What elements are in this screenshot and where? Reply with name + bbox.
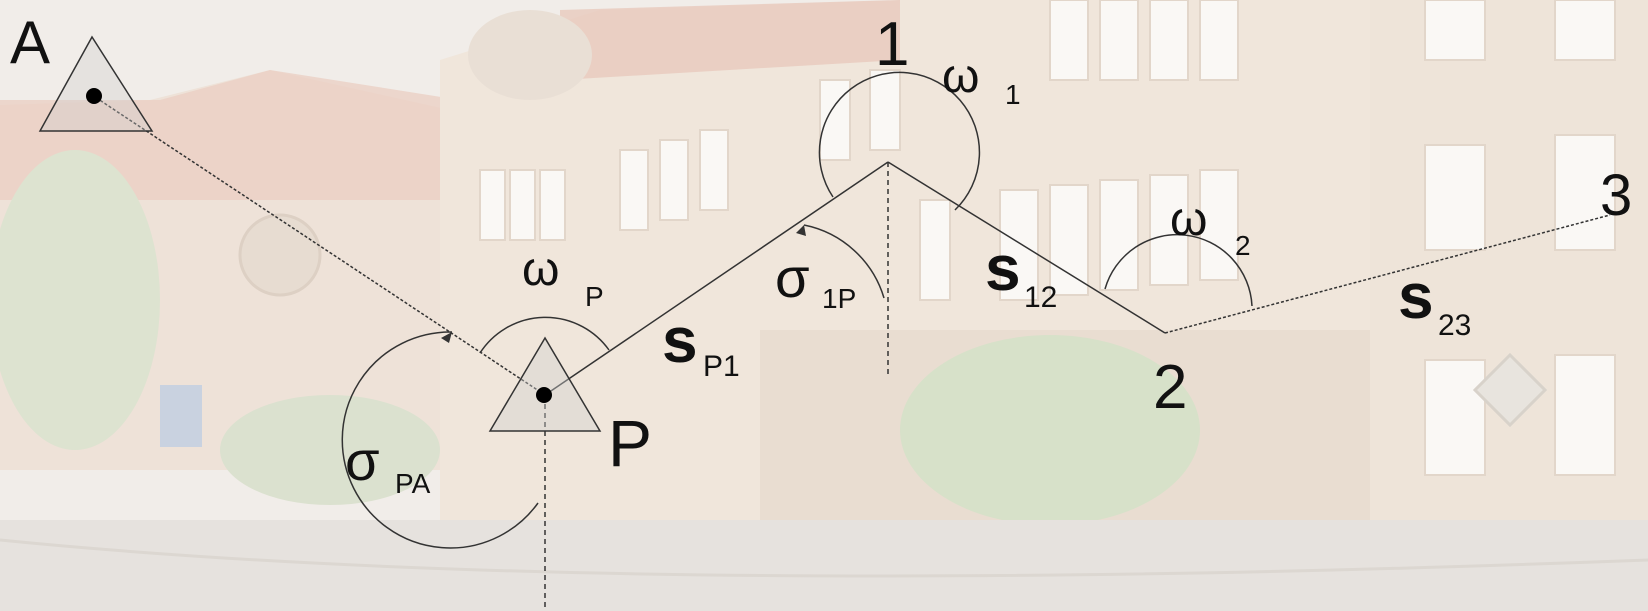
triangle-a — [38, 35, 154, 132]
point-label-1: 1 — [875, 10, 909, 79]
street-sign — [160, 385, 202, 447]
rose-window — [238, 213, 322, 297]
omega-1-symbol: ω — [942, 50, 979, 103]
s-p1-symbol: s — [662, 304, 698, 376]
omega-2-symbol: ω — [1170, 193, 1207, 246]
label-omega-2: ω 2 — [1170, 193, 1251, 261]
arrowhead-sigma-pa — [441, 332, 452, 343]
arc-sigma-1p — [803, 224, 885, 299]
sigma-pa-symbol: σ — [345, 429, 380, 492]
label-s-p1: s P1 — [662, 304, 740, 383]
label-s-23: s 23 — [1398, 260, 1471, 342]
omega-1-subscript: 1 — [1005, 79, 1021, 110]
triangle-p — [488, 336, 602, 432]
point-label-3: 3 — [1600, 163, 1632, 228]
priority-sign — [1472, 352, 1548, 428]
arrowhead-sigma-1p — [796, 225, 806, 236]
line-1-to-2 — [887, 161, 1166, 334]
tower-dome — [468, 10, 592, 100]
curb — [0, 538, 1648, 578]
church-roof — [0, 70, 460, 200]
label-omega-1: ω 1 — [942, 50, 1021, 110]
control-point-a — [38, 35, 154, 132]
point-label-2: 2 — [1153, 353, 1187, 422]
s-p1-subscript: P1 — [703, 350, 740, 383]
label-sigma-1p: σ 1P — [775, 246, 856, 314]
s-12-subscript: 12 — [1024, 281, 1057, 314]
sigma-1p-subscript: 1P — [822, 283, 856, 314]
label-s-12: s 12 — [985, 232, 1057, 314]
tree-center — [900, 335, 1200, 525]
main-roof — [560, 0, 900, 80]
label-sigma-pa: σ PA — [345, 429, 431, 499]
sigma-1p-symbol: σ — [775, 246, 810, 309]
arc-omega-1 — [818, 71, 981, 211]
sigma-pa-subscript: PA — [395, 468, 431, 499]
point-label-p: P — [608, 406, 652, 480]
line-p-to-a — [91, 94, 546, 396]
station-mark-a — [86, 88, 102, 104]
road — [0, 520, 1648, 611]
s-23-subscript: 23 — [1438, 309, 1471, 342]
s-23-symbol: s — [1398, 260, 1434, 332]
station-mark-p — [536, 387, 552, 403]
tree-left — [0, 150, 160, 450]
point-label-a: A — [10, 9, 50, 76]
windows — [479, 0, 1616, 476]
arc-sigma-pa — [341, 331, 539, 549]
arc-arrowheads — [441, 225, 806, 343]
control-point-p — [488, 336, 602, 432]
hedge — [220, 395, 440, 505]
arc-omega-p — [479, 316, 610, 354]
line-p-to-1 — [544, 161, 889, 396]
label-omega-p: ω P — [522, 243, 604, 312]
arc-omega-2 — [1104, 233, 1253, 307]
omega-2-subscript: 2 — [1235, 230, 1251, 261]
line-2-to-3 — [1164, 214, 1611, 334]
angle-arcs — [341, 71, 1253, 549]
s-12-symbol: s — [985, 232, 1021, 304]
omega-p-symbol: ω — [522, 243, 559, 296]
omega-p-subscript: P — [585, 281, 604, 312]
